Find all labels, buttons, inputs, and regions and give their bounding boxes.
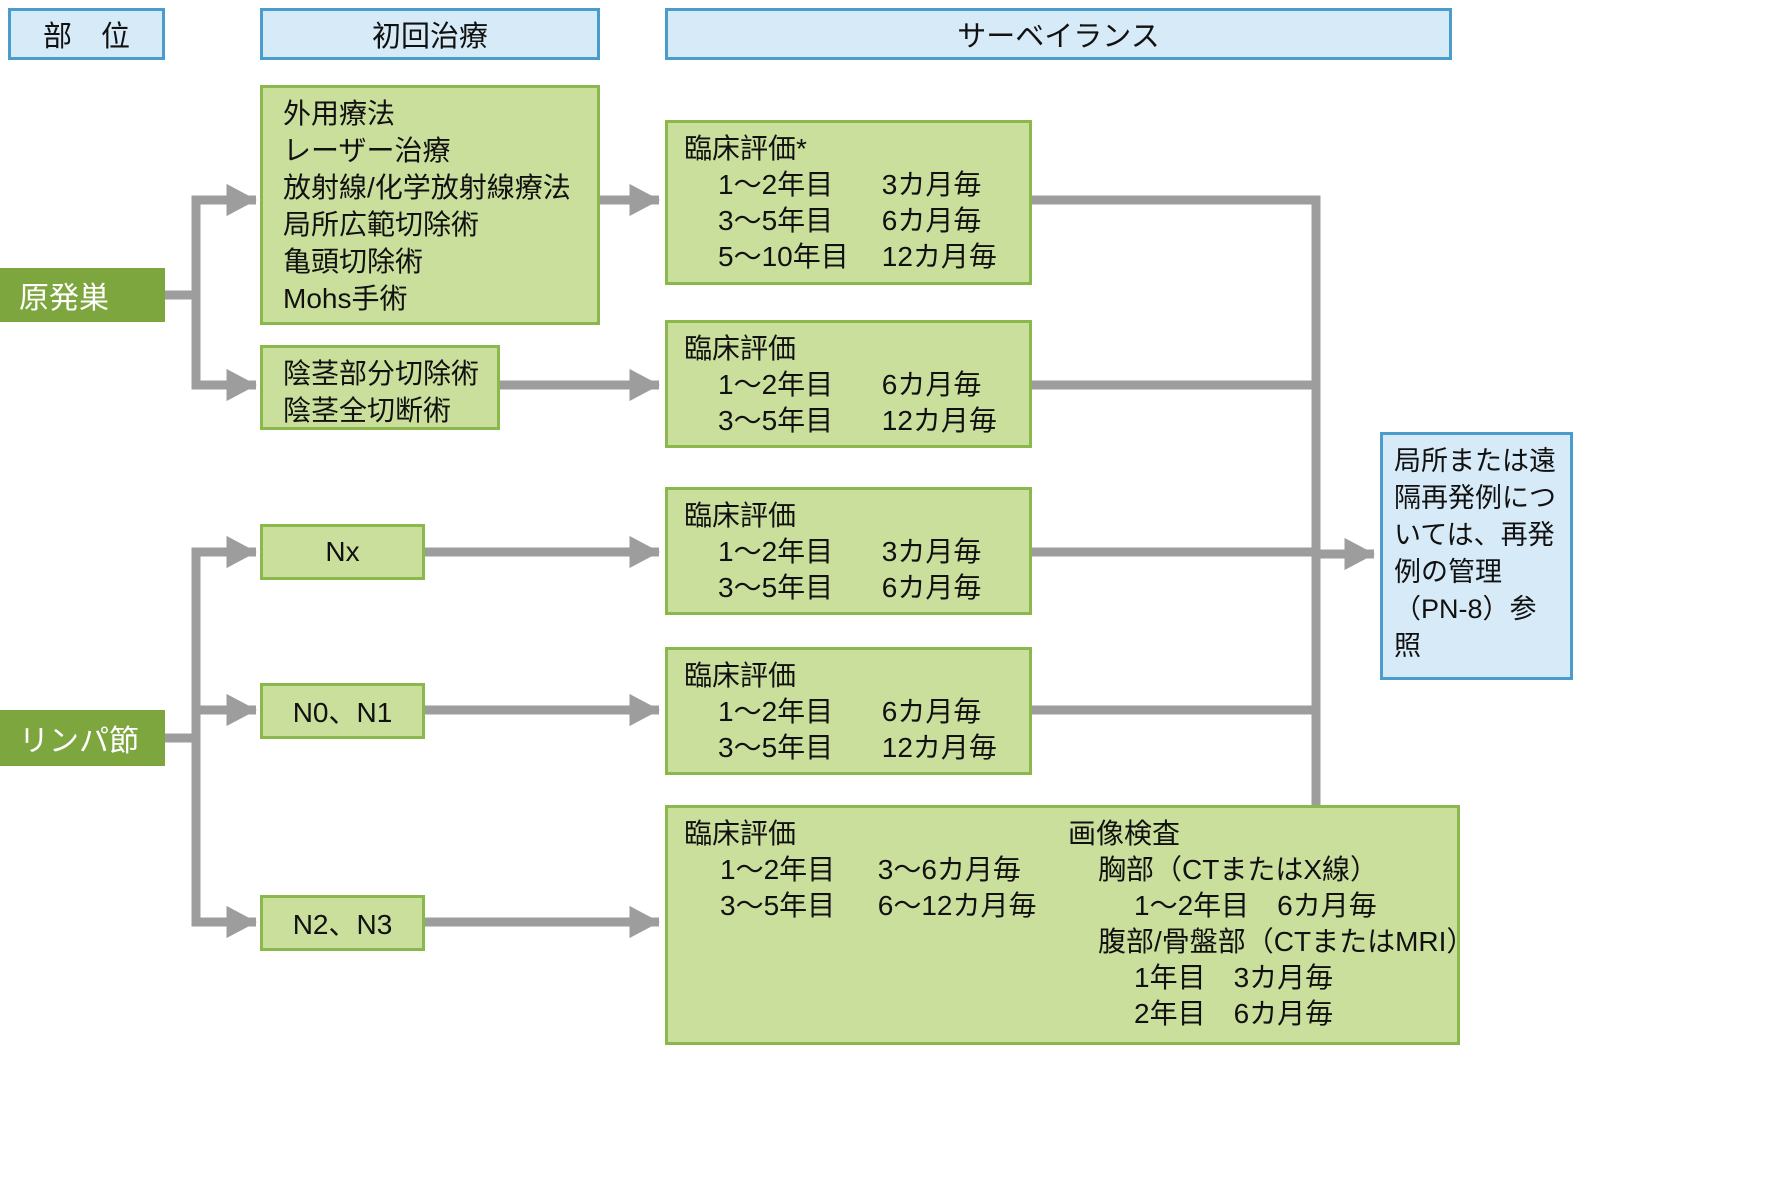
imaging-column: 画像検査 胸部（CTまたはX線） 1〜2年目 6カ月毎 腹部/骨盤部（CTまたは… [1068,816,1474,1032]
surveillance-row: 3〜5年目 6カ月毎 [684,203,1029,239]
surveillance-title: 臨床評価* [684,133,807,164]
surveillance-period: 3〜5年目 [720,890,836,921]
node-box-n2-n3: N2、N3 [260,895,425,951]
surveillance-row: 3〜5年目 12カ月毎 [684,730,1029,766]
surveillance-frequency: 6カ月毎 [881,205,982,236]
recurrence-collector-connectors [1032,195,1375,805]
treatment-option: 陰茎部分切除術 [283,358,480,389]
surveillance-frequency: 6カ月毎 [881,572,982,603]
surveillance-primary-conservative-box: 臨床評価* 1〜2年目 3カ月毎 3〜5年目 6カ月毎 5〜10年目 12カ月毎 [665,120,1032,285]
node-box-nx: Nx [260,524,425,580]
column-header-site: 部 位 [8,8,165,60]
surveillance-frequency: 12カ月毎 [881,405,997,436]
surveillance-primary-surgical-box: 臨床評価 1〜2年目 6カ月毎 3〜5年目 12カ月毎 [665,320,1032,448]
lymph-branch-connectors [165,535,660,939]
node-box-n0-n1: N0、N1 [260,683,425,739]
surveillance-row: 3〜5年目 6カ月毎 [684,570,1029,606]
surveillance-title: 臨床評価 [684,333,797,364]
surveillance-period: 1〜2年目 [718,369,834,400]
surveillance-period: 3〜5年目 [718,572,834,603]
imaging-title: 画像検査 [1068,818,1181,849]
surveillance-period: 1〜2年目 [720,854,836,885]
primary-branch-connectors [165,183,660,402]
surveillance-row: 5〜10年目 12カ月毎 [684,239,1029,275]
treatment-option: Mohs手術 [283,283,408,314]
surveillance-period: 1〜2年目 [718,696,834,727]
surveillance-row: 1〜2年目 3カ月毎 [684,167,1029,203]
surveillance-n2-n3-box: 臨床評価 1〜2年目 3〜6カ月毎 3〜5年目 6〜12カ月毎 画像検査 胸部（… [665,805,1474,1045]
treatment-option: レーザー治療 [283,135,451,166]
treatment-option: 放射線/化学放射線療法 [283,172,571,203]
surveillance-title: 臨床評価 [684,500,797,531]
site-lymph-node: リンパ節 [0,710,165,766]
imaging-line: 2年目 6カ月毎 [1134,998,1334,1029]
surveillance-period: 3〜5年目 [718,205,834,236]
surveillance-frequency: 12カ月毎 [881,241,997,272]
surveillance-nx-box: 臨床評価 1〜2年目 3カ月毎 3〜5年目 6カ月毎 [665,487,1032,615]
surveillance-frequency: 3カ月毎 [881,536,982,567]
imaging-line: 腹部/骨盤部（CTまたはMRI） [1098,926,1475,957]
treatment-primary-options-box: 外用療法 レーザー治療 放射線/化学放射線療法 局所広範切除術 亀頭切除術 Mo… [260,85,600,325]
surveillance-period: 5〜10年目 [718,241,849,272]
treatment-penectomy-box: 陰茎部分切除術 陰茎全切断術 [260,345,500,430]
treatment-option: 外用療法 [283,98,396,129]
recurrence-management-note: 局所または遠隔再発例については、再発例の管理（PN-8）参照 [1380,432,1573,680]
surveillance-row: 1〜2年目 3カ月毎 [684,534,1029,570]
imaging-line: 1年目 3カ月毎 [1134,962,1334,993]
imaging-line: 1〜2年目 6カ月毎 [1134,890,1377,921]
treatment-option: 局所広範切除術 [283,209,480,240]
treatment-option: 陰茎全切断術 [283,395,452,426]
imaging-line: 胸部（CTまたはX線） [1098,854,1379,885]
surveillance-period: 3〜5年目 [718,405,834,436]
surveillance-period: 1〜2年目 [718,169,834,200]
clinical-evaluation-column: 臨床評価 1〜2年目 3〜6カ月毎 3〜5年目 6〜12カ月毎 [684,816,1037,924]
surveillance-title: 臨床評価 [684,818,797,849]
surveillance-row: 3〜5年目 12カ月毎 [684,403,1029,439]
surveillance-frequency: 3カ月毎 [881,169,982,200]
surveillance-row: 1〜2年目 6カ月毎 [684,694,1029,730]
column-header-initial-treatment: 初回治療 [260,8,600,60]
surveillance-frequency: 12カ月毎 [881,732,997,763]
column-header-surveillance: サーベイランス [665,8,1452,60]
surveillance-frequency: 6カ月毎 [881,369,982,400]
surveillance-period: 1〜2年目 [718,536,834,567]
site-primary-lesion: 原発巣 [0,268,165,322]
surveillance-row: 1〜2年目 3〜6カ月毎 [684,852,1037,888]
treatment-option: 亀頭切除術 [283,246,424,277]
surveillance-period: 3〜5年目 [718,732,834,763]
surveillance-frequency: 3〜6カ月毎 [877,854,1021,885]
surveillance-frequency: 6カ月毎 [881,696,982,727]
surveillance-row: 3〜5年目 6〜12カ月毎 [684,888,1037,924]
surveillance-n0-n1-box: 臨床評価 1〜2年目 6カ月毎 3〜5年目 12カ月毎 [665,647,1032,775]
surveillance-frequency: 6〜12カ月毎 [877,890,1037,921]
surveillance-title: 臨床評価 [684,660,797,691]
surveillance-row: 1〜2年目 6カ月毎 [684,367,1029,403]
